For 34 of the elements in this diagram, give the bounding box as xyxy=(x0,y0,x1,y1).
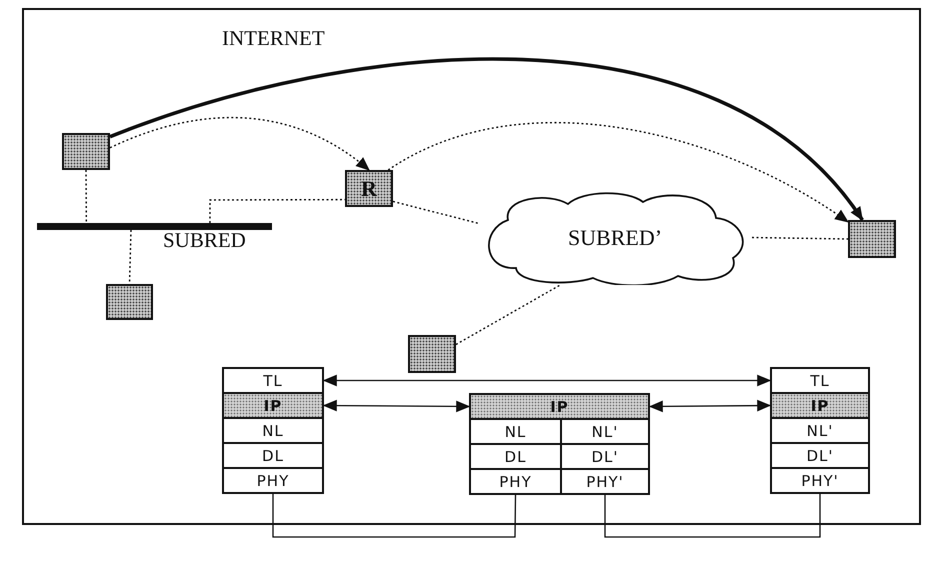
arrow xyxy=(648,400,772,412)
protocol-layer: PHY' xyxy=(770,467,870,494)
connector-line xyxy=(272,494,516,538)
protocol-layer: TL xyxy=(770,367,870,394)
connector-line xyxy=(85,170,88,223)
arrow xyxy=(388,122,849,223)
arrow xyxy=(110,116,370,171)
connector-line xyxy=(392,200,478,224)
arrow xyxy=(322,374,772,386)
connector-line xyxy=(604,494,821,538)
host-box xyxy=(62,133,110,170)
protocol-layer: IP xyxy=(222,392,324,419)
network-label: SUBRED xyxy=(163,228,246,253)
protocol-layer: PHY xyxy=(222,467,324,494)
protocol-layer: IP xyxy=(469,393,650,420)
protocol-layer: NL xyxy=(222,417,324,444)
connector-line xyxy=(752,236,848,240)
arrow xyxy=(109,58,864,222)
protocol-layer: DL' xyxy=(770,442,870,469)
host-box xyxy=(106,284,153,320)
connector-line xyxy=(209,198,345,223)
protocol-layer: PHY xyxy=(469,468,562,495)
network-label: INTERNET xyxy=(222,26,325,51)
protocol-layer: PHY' xyxy=(560,468,650,495)
connector-line xyxy=(128,230,132,284)
arrow xyxy=(322,400,470,412)
host-box xyxy=(408,335,456,373)
protocol-layer: IP xyxy=(770,392,870,419)
protocol-layer: NL' xyxy=(770,417,870,444)
cloud-label: SUBRED’ xyxy=(568,224,662,250)
protocol-layer: TL xyxy=(222,367,324,394)
protocol-layer: DL xyxy=(222,442,324,469)
connector-line xyxy=(456,284,561,346)
host-box xyxy=(848,220,896,258)
